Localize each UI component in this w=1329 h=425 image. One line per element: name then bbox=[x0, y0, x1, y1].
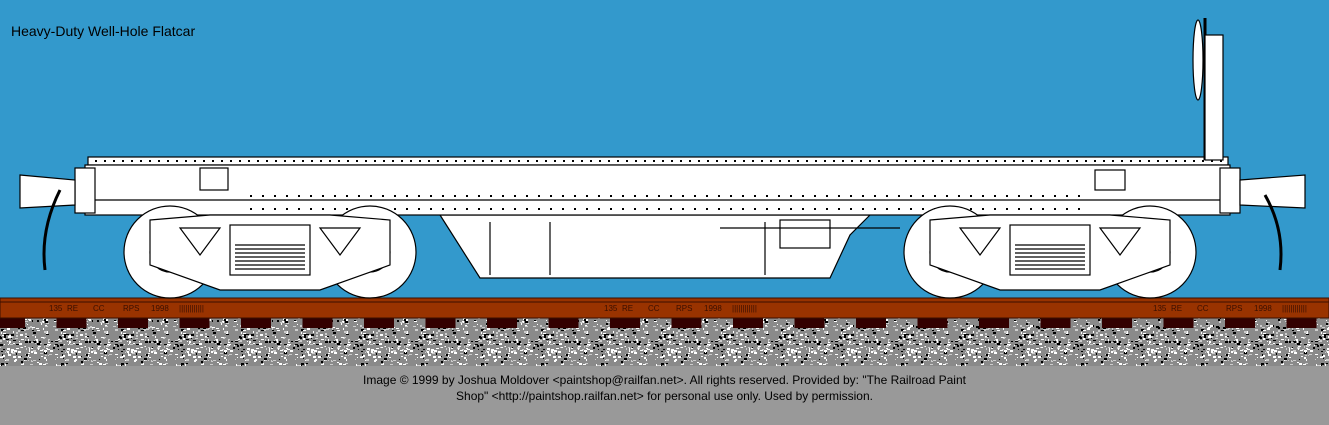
tie bbox=[487, 316, 517, 328]
tie bbox=[1286, 316, 1317, 328]
tie bbox=[1102, 316, 1132, 328]
truck-1 bbox=[123, 205, 417, 299]
rail-cc: CC bbox=[93, 304, 105, 313]
footer-area bbox=[0, 365, 1329, 425]
credit-line-2: Shop" <http://paintshop.railfan.net> for… bbox=[456, 389, 873, 403]
rail-section: RE bbox=[67, 304, 78, 313]
rail-ticks: |||||||||||| bbox=[732, 304, 757, 313]
rail-section: RE bbox=[1171, 304, 1182, 313]
tie bbox=[1163, 316, 1194, 328]
credit-text: Image © 1999 by Joshua Moldover <paintsh… bbox=[0, 372, 1329, 404]
tie bbox=[733, 316, 763, 328]
tie bbox=[1040, 316, 1071, 328]
rail-marking-1: 135 RE CC RPS 1998 |||||||||||| bbox=[49, 304, 204, 313]
tie bbox=[364, 316, 394, 328]
tie bbox=[118, 316, 148, 328]
tie bbox=[979, 316, 1009, 328]
rail-marking-3: 135 RE CC RPS 1998 |||||||||||| bbox=[1153, 304, 1307, 313]
rail-section: RE bbox=[622, 304, 633, 313]
rail-year: 1998 bbox=[704, 304, 722, 313]
tie bbox=[302, 316, 333, 328]
brake-wheel-icon bbox=[1192, 19, 1204, 101]
rail bbox=[0, 297, 1329, 319]
tie bbox=[179, 316, 210, 328]
rail-weight: 135 bbox=[49, 304, 63, 313]
rail-weight: 135 bbox=[1153, 304, 1167, 313]
rail-mfr: RPS bbox=[123, 304, 139, 313]
truck-2 bbox=[903, 205, 1197, 299]
spring-nest bbox=[1009, 224, 1091, 276]
rail-ticks: |||||||||||| bbox=[179, 304, 204, 313]
coupler-right bbox=[1239, 174, 1306, 209]
tie bbox=[671, 316, 702, 328]
credit-line-1: Image © 1999 by Joshua Moldover <paintsh… bbox=[363, 373, 966, 387]
side-sill bbox=[84, 164, 1231, 216]
tie bbox=[610, 316, 640, 328]
tie bbox=[425, 316, 456, 328]
flatcar bbox=[19, 18, 1306, 279]
rail-year: 1998 bbox=[1254, 304, 1272, 313]
rivets bbox=[95, 160, 1222, 210]
tie bbox=[917, 316, 948, 328]
rail-mfr: RPS bbox=[676, 304, 692, 313]
rail-ticks: |||||||||||| bbox=[1282, 304, 1307, 313]
tie bbox=[794, 316, 825, 328]
rail-weight: 135 bbox=[604, 304, 618, 313]
tie bbox=[548, 316, 579, 328]
rail-marking-2: 135 RE CC RPS 1998 |||||||||||| bbox=[604, 304, 757, 313]
rail-mfr: RPS bbox=[1226, 304, 1242, 313]
tie bbox=[241, 316, 271, 328]
tie bbox=[56, 316, 87, 328]
image-title: Heavy-Duty Well-Hole Flatcar bbox=[11, 23, 196, 39]
coupler-left bbox=[19, 174, 76, 209]
tie bbox=[856, 316, 886, 328]
tie bbox=[1225, 316, 1255, 328]
tie bbox=[0, 316, 25, 328]
rail-year: 1998 bbox=[151, 304, 169, 313]
rail-ties bbox=[0, 316, 1317, 328]
rail-cc: CC bbox=[1197, 304, 1209, 313]
spring-nest bbox=[229, 224, 311, 276]
rail-cc: CC bbox=[648, 304, 660, 313]
